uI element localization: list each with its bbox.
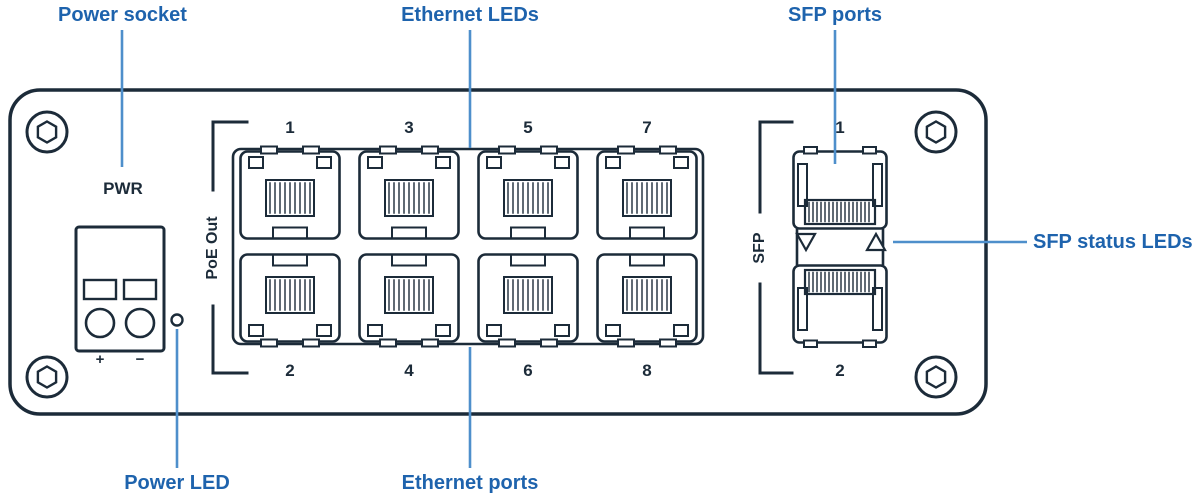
ethernet-port-4 (358, 253, 460, 348)
ethernet-port-number-3: 3 (404, 118, 414, 137)
ethernet-port-number-6: 6 (523, 361, 533, 380)
ethernet-ports-label: Ethernet ports (401, 471, 539, 494)
poe-out-bracket (211, 120, 249, 375)
ethernet-port-number-8: 8 (642, 361, 652, 380)
ethernet-port-number-4: 4 (404, 361, 414, 380)
ethernet-port-number-7: 7 (642, 118, 652, 137)
ethernet-port-number-5: 5 (523, 118, 533, 137)
sfp-group-label: SFP (751, 232, 768, 264)
minus-terminal-label: − (135, 350, 145, 368)
sfp-port-number-1: 1 (835, 118, 845, 137)
ethernet-port-2 (239, 253, 341, 348)
power-led-indicator (170, 313, 184, 327)
screw-top-left (25, 110, 69, 154)
sfp-status-led-up-triangle-icon (865, 231, 887, 252)
sfp-status-led-down-triangle-icon (795, 232, 817, 253)
sfp-ports-label: SFP ports (787, 3, 883, 26)
ethernet-port-6 (477, 253, 579, 348)
sfp-bracket (758, 120, 794, 375)
sfp-port-1 (792, 145, 888, 230)
power-led-label: Power LED (124, 471, 230, 494)
poe-out-label: PoE Out (204, 216, 221, 280)
sfp-status-leds-label: SFP status LEDs (1033, 230, 1193, 253)
ethernet-port-1 (239, 145, 341, 240)
sfp-port-block (792, 145, 888, 349)
sfp-port-number-2: 2 (835, 361, 845, 380)
ethernet-port-8 (596, 253, 698, 348)
callout-leader-lines (120, 30, 1027, 468)
ethernet-port-block (231, 145, 705, 348)
ethernet-port-7 (596, 145, 698, 240)
pwr-label: PWR (103, 179, 143, 198)
ethernet-port-number-2: 2 (285, 361, 295, 380)
plus-terminal-label: + (95, 350, 105, 368)
screw-top-right (914, 110, 958, 154)
ethernet-port-3 (358, 145, 460, 240)
ethernet-port-5 (477, 145, 579, 240)
screw-bottom-left (25, 355, 69, 399)
screw-bottom-right (914, 355, 958, 399)
power-socket (74, 225, 166, 353)
power-socket-label: Power socket (58, 3, 187, 26)
sfp-port-2 (792, 264, 888, 349)
device-enclosure-outline (8, 88, 988, 416)
ethernet-port-number-1: 1 (285, 118, 295, 137)
ethernet-leds-label: Ethernet LEDs (401, 3, 539, 26)
